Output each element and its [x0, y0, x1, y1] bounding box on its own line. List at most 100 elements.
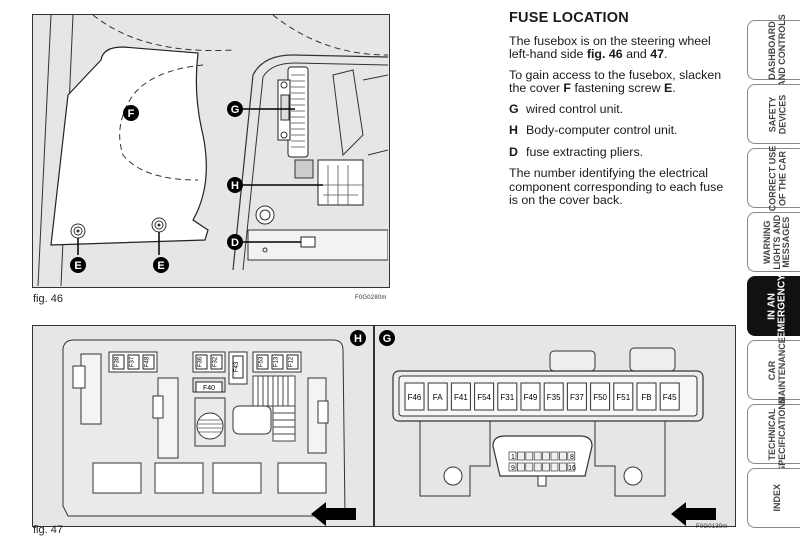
svg-text:E: E [157, 260, 164, 272]
fuse-f12: F12 [289, 356, 295, 367]
callout-e-right: E [153, 257, 169, 273]
svg-text:F35: F35 [547, 393, 561, 402]
panel-h-fuse-group-right: F53 F13 F12 [252, 351, 302, 373]
callout-e-left: E [70, 257, 86, 273]
diag-pin [550, 462, 559, 472]
diag-pin [550, 451, 559, 461]
diag-pin [508, 451, 517, 461]
svg-text:FB: FB [641, 393, 651, 402]
fuse-f31: F31 [497, 382, 518, 411]
fuse-f54: F54 [474, 382, 495, 411]
direction-arrow-h [311, 502, 356, 526]
panel-h-fuse-group-left: F38 F37 F48 [112, 354, 155, 370]
section-title: FUSE LOCATION [509, 10, 629, 26]
fuse-f45: F45 [659, 382, 680, 411]
svg-text:F49: F49 [524, 393, 538, 402]
svg-text:FA: FA [433, 393, 443, 402]
callout-d: D [227, 234, 243, 250]
svg-text:H: H [354, 333, 362, 345]
svg-text:G: G [231, 104, 240, 116]
panel-g-fuse-row: F46 FA F41 F54 F31 F49 F35 F37 F50 F51 FB F45 [404, 382, 680, 411]
callout-g-panel: G [379, 330, 395, 346]
svg-text:F45: F45 [663, 393, 677, 402]
fig46-code: F0G0280m [355, 295, 387, 301]
direction-arrow-g [671, 502, 716, 526]
fuse-fb: FB [636, 382, 657, 411]
fuse-f36: F36 [198, 356, 204, 367]
fuse-f35: F35 [543, 382, 564, 411]
diag-pin [508, 462, 517, 472]
svg-text:F54: F54 [477, 393, 491, 402]
fuse-f38: F38 [115, 356, 121, 367]
paragraph-fuse-identification: The number identifying the electrical co… [509, 166, 724, 207]
svg-text:F50: F50 [593, 393, 607, 402]
diag-pin [559, 462, 567, 472]
fuse-f48: F48 [145, 356, 151, 367]
diag-pin [525, 451, 534, 461]
callout-h-panel: H [350, 330, 366, 346]
diag-pin [542, 462, 550, 472]
tab-warning-lights-and-messages[interactable]: WARNING LIGHTS AND MESSAGES [747, 212, 800, 272]
fig46-reference[interactable]: fig. 46 [586, 47, 623, 61]
callout-h: H [227, 177, 243, 193]
fuse-f46: F46 [404, 382, 425, 411]
fig46-caption: fig. 46 [33, 293, 63, 305]
diag-pin [567, 462, 576, 472]
paragraph-access-instructions: To gain access to the fusebox, slacken t… [509, 67, 722, 95]
pin-9-label: 9 [511, 465, 515, 472]
svg-text:E: E [74, 260, 81, 272]
svg-text:F51: F51 [616, 393, 630, 402]
panel-h-fuse-group-mid: F36 F32 [192, 351, 226, 373]
diag-pin [533, 451, 542, 461]
diagnostic-connector-pins [508, 451, 576, 472]
fuse-fa: FA [427, 382, 448, 411]
svg-text:F: F [128, 108, 135, 120]
diag-pin [517, 462, 525, 472]
diag-pin [517, 451, 525, 461]
diag-pin [533, 462, 542, 472]
pin-1-label: 1 [511, 454, 515, 461]
panel-h-body-computer: F38 F37 F48 F36 F32 F40 F43 [62, 330, 366, 526]
fig47-code: F0G0139m [696, 524, 728, 530]
fuse-f51: F51 [613, 382, 634, 411]
cover-f-shape [50, 46, 209, 246]
panel-h-bottom-connectors [92, 462, 327, 494]
tab-technical-specifications[interactable]: TECHNICAL SPECIFICATIONS [747, 397, 800, 471]
panel-h-fuse-f43: F43 [228, 351, 248, 385]
figure-47-fuse-panels: F38 F37 F48 F36 F32 F40 F43 [32, 325, 736, 527]
fuse-f32: F32 [213, 356, 219, 367]
fuse-f50: F50 [590, 382, 611, 411]
panel-h-fuse-f40: F40 [192, 377, 226, 393]
fuse-f49: F49 [520, 382, 541, 411]
fuse-f13: F13 [274, 356, 280, 367]
tab-in-an-emergency[interactable]: IN AN EMERGENCY [747, 274, 800, 338]
panel-g-wired-control-unit: G F46 FA F41 F54 F31 F49 F35 F37 F50 F51 FB F45 1 8… [379, 330, 716, 526]
fig46-illustration: F G H D E E [37, 14, 389, 287]
diag-pin [525, 462, 534, 472]
tab-dashboard-and-controls[interactable]: DASHBOARD AND CONTROLS [747, 14, 800, 86]
diag-pin [567, 451, 576, 461]
fig47-reference[interactable]: 47 [650, 47, 665, 61]
tab-car-maintenance[interactable]: CAR MAINTENANCE [747, 337, 800, 403]
tab-safety-devices[interactable]: SAFETY DEVICES [747, 84, 800, 144]
tab-correct-use-of-the-car[interactable]: CORRECT USE OF THE CAR [747, 145, 800, 211]
fuse-location-section: FUSE LOCATION The fusebox is on the stee… [509, 10, 734, 215]
screw-e-left [70, 223, 86, 255]
svg-text:F43: F43 [234, 361, 240, 372]
figure-46-fusebox-location: F G H D E E [32, 14, 390, 288]
fuse-f41: F41 [450, 382, 471, 411]
fig47-caption: fig. 47 [33, 524, 63, 536]
fuse-f37-h: F37 [130, 356, 136, 367]
screw-e-right [151, 217, 167, 255]
pin-8-label: 8 [570, 454, 574, 461]
callout-g: G [227, 101, 243, 117]
fuse-f37: F37 [566, 382, 587, 411]
paragraph-fusebox-location: The fusebox is on the steering wheel lef… [509, 33, 711, 61]
svg-text:D: D [231, 237, 239, 249]
svg-text:F37: F37 [570, 393, 584, 402]
tab-index[interactable]: INDEX [747, 468, 800, 528]
panel-divider [373, 326, 375, 526]
